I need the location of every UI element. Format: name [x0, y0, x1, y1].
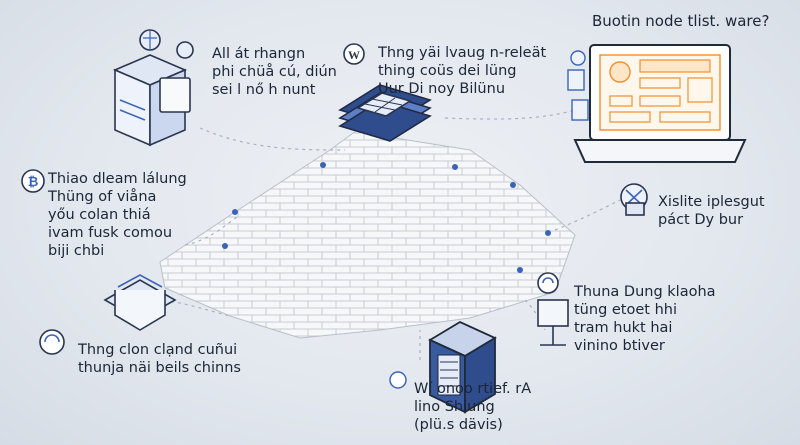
server-desk-icon: [112, 29, 194, 147]
laptop-icon: [567, 44, 747, 163]
bitcoin-badge-icon: ₿: [21, 169, 45, 193]
network-node-icon: [620, 183, 648, 216]
circuit-board-icon: [338, 43, 432, 142]
node-markers: [222, 162, 551, 273]
label-bottom-center: Wí onoo rtief. rA lino Shiung (plü.s däv…: [414, 381, 532, 433]
label-top-left: All át rhangn phi chüå cú, diún sei l nő…: [212, 46, 337, 98]
monitor-stand-icon: [537, 272, 569, 346]
svg-text:₿: ₿: [28, 175, 39, 190]
label-mid-right: Xislite iplesgut páct Dy bur: [658, 194, 765, 228]
label-mid-left: Thiao dleam lálung Thüng of viåna yőu co…: [48, 171, 187, 259]
server-rack-icon: [389, 320, 497, 414]
w-letter: W: [348, 48, 360, 62]
label-bottom-left: Thng clon clạnd cuñui thunja näi beils c…: [78, 342, 241, 376]
label-top-right: Buotin node tlist. ware?: [592, 12, 770, 30]
open-box-icon: [39, 274, 177, 355]
label-top-center: Thng yäi lvaug n-releät thing coüs dei l…: [378, 45, 547, 97]
label-right-lower: Thuna Dung klaoha tüng etoet hhi tram hu…: [574, 284, 716, 354]
brick-wall: [159, 127, 576, 339]
